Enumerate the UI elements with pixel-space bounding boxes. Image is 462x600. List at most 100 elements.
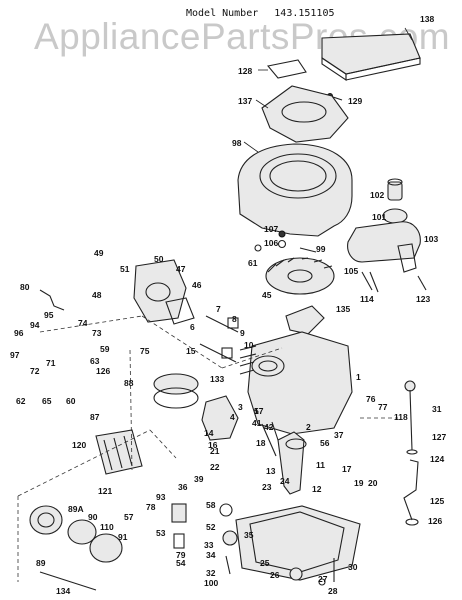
callout-7: 7: [216, 304, 221, 314]
carb-gasket-part[interactable]: [165, 297, 195, 325]
callout-77: 77: [378, 402, 388, 412]
callout-39: 39: [194, 474, 204, 484]
assembly-guide-lines: [17, 315, 398, 582]
crankshaft-part[interactable]: [277, 431, 307, 495]
callout-4: 4: [230, 412, 235, 422]
callout-101: 101: [372, 212, 386, 222]
callout-20: 20: [368, 478, 378, 488]
callout-89: 89: [36, 558, 46, 568]
callout-27: 27: [318, 574, 328, 584]
callout-99: 99: [316, 244, 326, 254]
callout-94: 94: [30, 320, 40, 330]
callout-17: 17: [254, 406, 264, 416]
muffler-bolts-part[interactable]: [361, 271, 427, 293]
air-filter-element-part[interactable]: [95, 429, 143, 475]
callout-54: 54: [176, 558, 186, 568]
flywheel-part[interactable]: [265, 257, 335, 295]
callout-2: 2: [306, 422, 311, 432]
piston-part[interactable]: [201, 395, 239, 441]
callout-19: 19: [354, 478, 364, 488]
callout-128: 128: [238, 66, 252, 76]
callout-100: 100: [204, 578, 218, 588]
exhaust-deflector-part[interactable]: [382, 178, 408, 224]
callout-98: 98: [232, 138, 242, 148]
callout-62: 62: [16, 396, 26, 406]
callout-13: 13: [266, 466, 276, 476]
blower-screws-part[interactable]: [254, 230, 317, 253]
callout-138: 138: [420, 14, 434, 24]
callout-labels: 138 128 129 137 98 102 101 103 107 106 9…: [10, 14, 446, 596]
callout-21: 21: [210, 446, 220, 456]
throttle-link-part[interactable]: [39, 289, 65, 311]
callout-31: 31: [432, 404, 442, 414]
air-filter-pad-part[interactable]: [321, 27, 421, 82]
callout-110: 110: [100, 522, 114, 532]
callout-37: 37: [334, 430, 344, 440]
callout-123: 123: [416, 294, 430, 304]
callout-17-crank: 17: [342, 464, 352, 474]
callout-9: 9: [240, 328, 245, 338]
callout-8: 8: [232, 314, 237, 324]
callout-95: 95: [44, 310, 54, 320]
callout-30: 30: [348, 562, 358, 572]
drain-plug-part[interactable]: [289, 558, 335, 586]
callout-126: 126: [96, 366, 110, 376]
callout-74: 74: [78, 318, 88, 328]
callout-10: 10: [244, 340, 254, 350]
callout-75: 75: [140, 346, 150, 356]
valves-part[interactable]: [199, 315, 239, 363]
callout-12: 12: [312, 484, 322, 494]
ignition-module-part[interactable]: [285, 305, 325, 335]
callout-72: 72: [30, 366, 40, 376]
filter-body-part[interactable]: [29, 505, 123, 591]
callout-80: 80: [20, 282, 30, 292]
oil-pan-base-part[interactable]: [235, 505, 361, 581]
callout-124: 124: [430, 454, 444, 464]
callout-89a: 89A: [68, 504, 84, 514]
blower-housing-part[interactable]: [237, 141, 353, 237]
callout-134: 134: [56, 586, 70, 596]
callout-53: 53: [156, 528, 166, 538]
callout-50: 50: [154, 254, 164, 264]
dipstick-part[interactable]: [403, 380, 419, 526]
callout-133: 133: [210, 374, 224, 384]
callout-24: 24: [280, 476, 290, 486]
callout-58: 58: [206, 500, 216, 510]
callout-129: 129: [348, 96, 362, 106]
governor-parts-part[interactable]: [171, 503, 238, 575]
muffler-part[interactable]: [347, 221, 421, 273]
callout-126-tube: 126: [428, 516, 442, 526]
callout-45: 45: [262, 290, 272, 300]
callout-51: 51: [120, 264, 130, 274]
callout-41: 41: [252, 418, 262, 428]
callout-61: 61: [248, 258, 258, 268]
callout-63: 63: [90, 356, 100, 366]
callout-3: 3: [238, 402, 243, 412]
engine-block-part[interactable]: [239, 331, 353, 435]
callout-25: 25: [260, 558, 270, 568]
callout-49: 49: [94, 248, 104, 258]
callout-97: 97: [10, 350, 20, 360]
callout-14: 14: [204, 428, 214, 438]
model-number: 143.151105: [274, 8, 335, 19]
callout-135: 135: [336, 304, 350, 314]
callout-11: 11: [316, 460, 325, 470]
callout-137: 137: [238, 96, 252, 106]
callout-52: 52: [206, 522, 216, 532]
callout-36: 36: [178, 482, 188, 492]
carburetor-bowl-part[interactable]: [133, 259, 187, 323]
callout-28: 28: [328, 586, 338, 596]
piston-rings-part[interactable]: [153, 373, 199, 409]
callout-35: 35: [244, 530, 254, 540]
callout-22: 22: [210, 462, 220, 472]
model-number-header: Model Number 143.151105: [186, 8, 345, 19]
callout-59: 59: [100, 344, 110, 354]
callout-42: 42: [264, 422, 274, 432]
callout-5: 5: [254, 406, 259, 416]
callout-103: 103: [424, 234, 438, 244]
callout-65: 65: [42, 396, 52, 406]
air-cleaner-cover-part[interactable]: [255, 85, 349, 143]
callout-105: 105: [344, 266, 358, 276]
callout-91: 91: [118, 532, 128, 542]
